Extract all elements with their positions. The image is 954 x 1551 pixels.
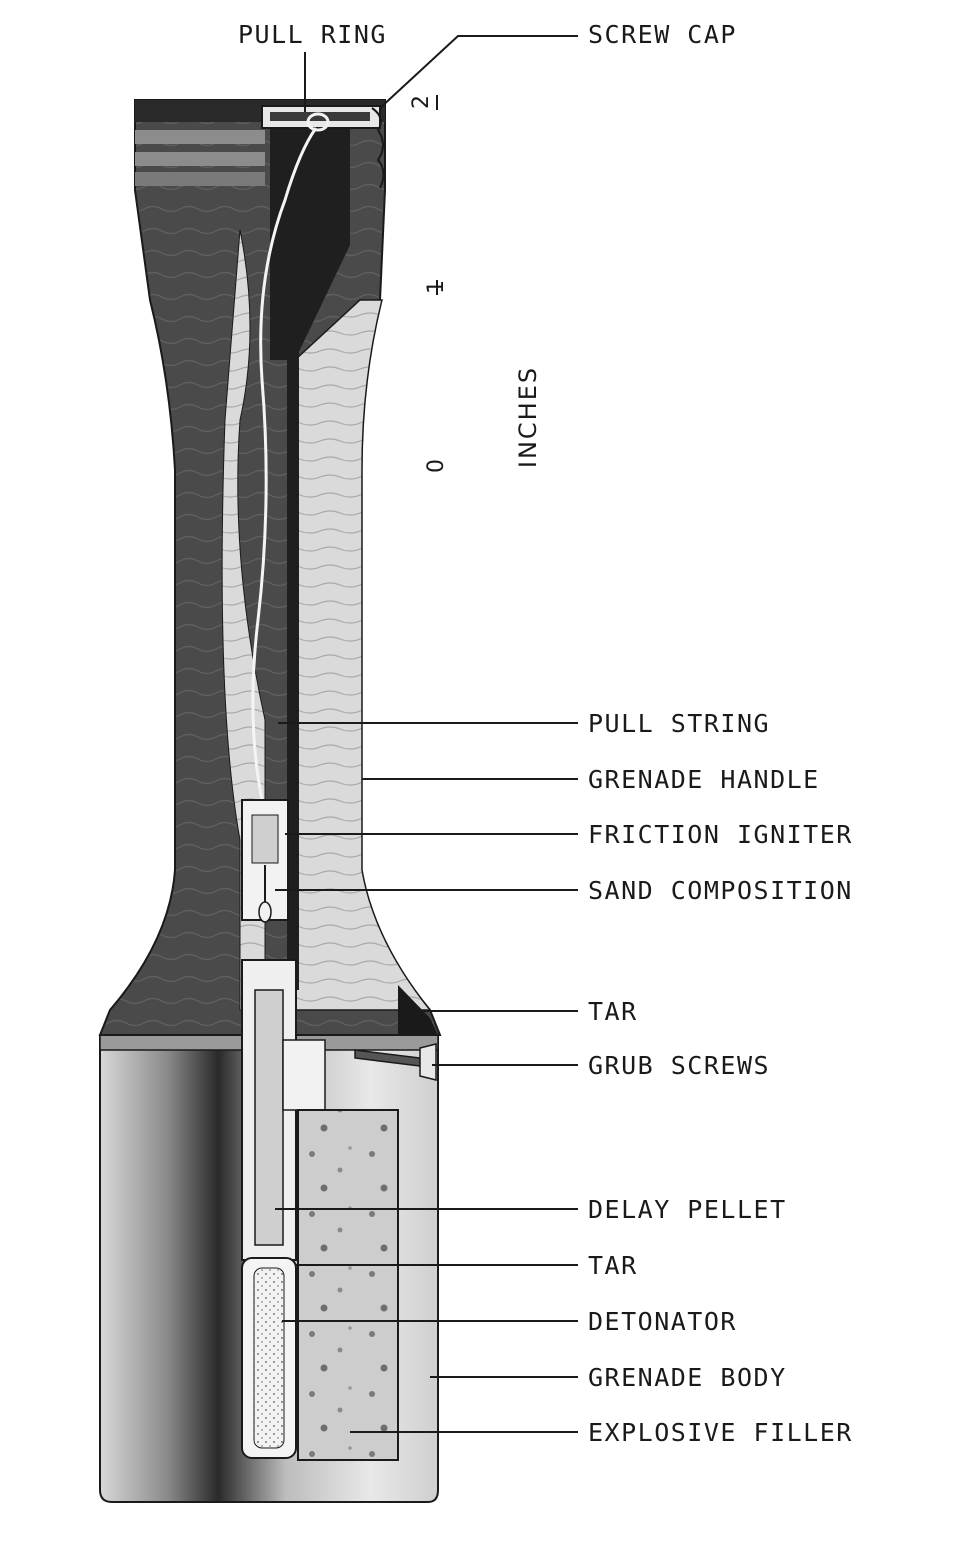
pull-ring-shape (306, 112, 330, 132)
label-delay-pellet: DELAY PELLET (588, 1195, 787, 1224)
explosive-filler-shape (297, 1109, 399, 1461)
detonator-shape (241, 1257, 297, 1459)
label-grub-screws: GRUB SCREWS (588, 1051, 770, 1080)
label-screw-cap: SCREW CAP (588, 20, 737, 49)
tar-upper-shape (398, 985, 438, 1035)
label-tar-upper: TAR (588, 997, 638, 1026)
label-detonator: DETONATOR (588, 1307, 737, 1336)
label-grenade-handle: GRENADE HANDLE (588, 765, 820, 794)
scale-unit: INCHES (514, 366, 542, 468)
handle-bore-tube (287, 300, 299, 990)
friction-igniter-shape (241, 799, 289, 923)
screw-cap-shape (261, 105, 385, 189)
label-pull-ring: PULL RING (238, 20, 387, 49)
leader-lines (275, 35, 578, 1433)
inch-scale: 2 1 0 INCHES (409, 95, 542, 473)
label-sand-composition: SAND COMPOSITION (588, 876, 853, 905)
handle-cutaway-wood (294, 299, 432, 1011)
label-grenade-body: GRENADE BODY (588, 1363, 787, 1392)
label-friction-igniter: FRICTION IGNITER (588, 820, 853, 849)
label-explosive-filler: EXPLOSIVE FILLER (588, 1418, 853, 1447)
label-pull-string: PULL STRING (588, 709, 770, 738)
grub-screw-shape (354, 1043, 437, 1081)
label-tar-lower: TAR (588, 1251, 638, 1280)
scale-tick-2: 2 (409, 95, 434, 109)
pull-string-shape (251, 127, 318, 801)
scale-tick-1: 1 (424, 280, 449, 294)
scale-tick-0: 0 (424, 459, 449, 473)
